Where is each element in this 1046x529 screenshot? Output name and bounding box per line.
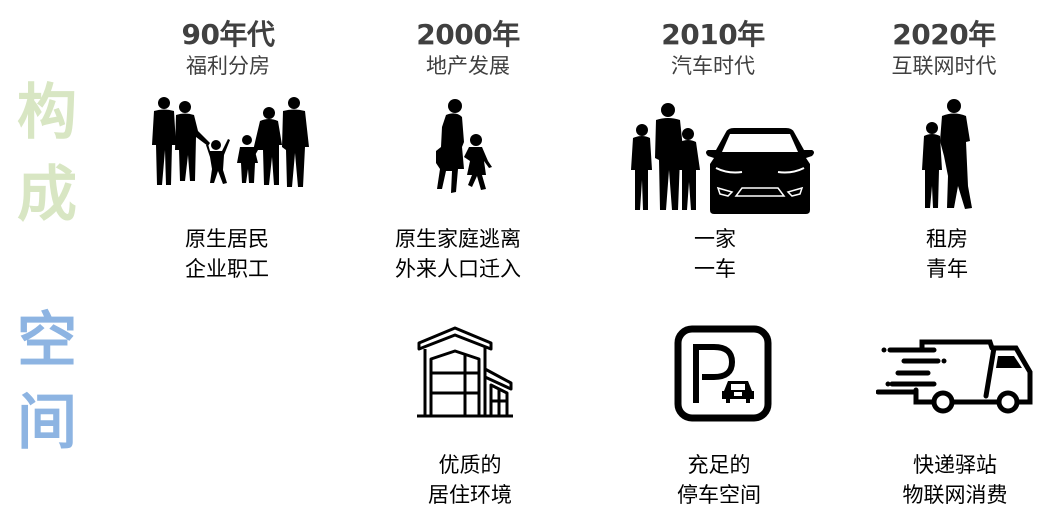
space-desc-2010: 充足的 停车空间 <box>609 450 829 510</box>
era-theme: 互联网时代 <box>891 54 997 78</box>
space-line: 停车空间 <box>677 483 761 507</box>
era-year: 2000年 <box>416 18 520 51</box>
couple-silhouette-icon <box>922 99 972 209</box>
era-theme: 福利分房 <box>186 54 270 78</box>
population-line: 一家 <box>694 227 736 251</box>
building-icon <box>417 326 513 418</box>
space-line: 优质的 <box>438 453 502 477</box>
composition-label-char: 构 <box>17 78 77 148</box>
space-line: 充足的 <box>687 453 751 477</box>
era-header-2020: 2020年 互联网时代 <box>834 18 1046 80</box>
population-line: 原生居民 <box>185 227 269 251</box>
population-desc-90s: 原生居民 企业职工 <box>117 224 337 284</box>
era-theme: 地产发展 <box>426 54 510 78</box>
parking-icon <box>674 325 772 422</box>
population-line: 青年 <box>926 257 968 281</box>
space-desc-2020: 快递驿站 物联网消费 <box>845 450 1046 510</box>
population-line: 原生家庭逃离 <box>395 227 521 251</box>
family-with-car-icon <box>631 103 814 214</box>
era-header-2000: 2000年 地产发展 <box>358 18 578 80</box>
space-line: 物联网消费 <box>902 483 1008 507</box>
family-silhouette-icon <box>152 97 309 187</box>
era-theme: 汽车时代 <box>671 54 755 78</box>
space-label: 空 间 <box>14 300 80 464</box>
population-line: 租房 <box>926 227 968 251</box>
mother-child-walking-icon <box>436 99 492 193</box>
population-desc-2000: 原生家庭逃离 外来人口迁入 <box>348 224 568 284</box>
delivery-truck-icon <box>876 339 1033 414</box>
population-line: 一车 <box>694 257 736 281</box>
era-year: 2020年 <box>892 18 996 51</box>
composition-label: 构 成 <box>14 72 80 236</box>
space-line: 快递驿站 <box>913 453 997 477</box>
population-line: 外来人口迁入 <box>395 257 521 281</box>
composition-label-char: 成 <box>17 160 77 230</box>
era-year: 90年代 <box>181 18 275 51</box>
era-header-90s: 90年代 福利分房 <box>118 18 338 80</box>
era-year: 2010年 <box>661 18 765 51</box>
population-desc-2020: 租房 青年 <box>837 224 1046 284</box>
space-label-char: 间 <box>17 388 77 458</box>
space-label-char: 空 <box>17 306 77 376</box>
era-header-2010: 2010年 汽车时代 <box>603 18 823 80</box>
space-line: 居住环境 <box>428 483 512 507</box>
population-line: 企业职工 <box>185 257 269 281</box>
population-desc-2010: 一家 一车 <box>605 224 825 284</box>
space-desc-2000: 优质的 居住环境 <box>360 450 580 510</box>
